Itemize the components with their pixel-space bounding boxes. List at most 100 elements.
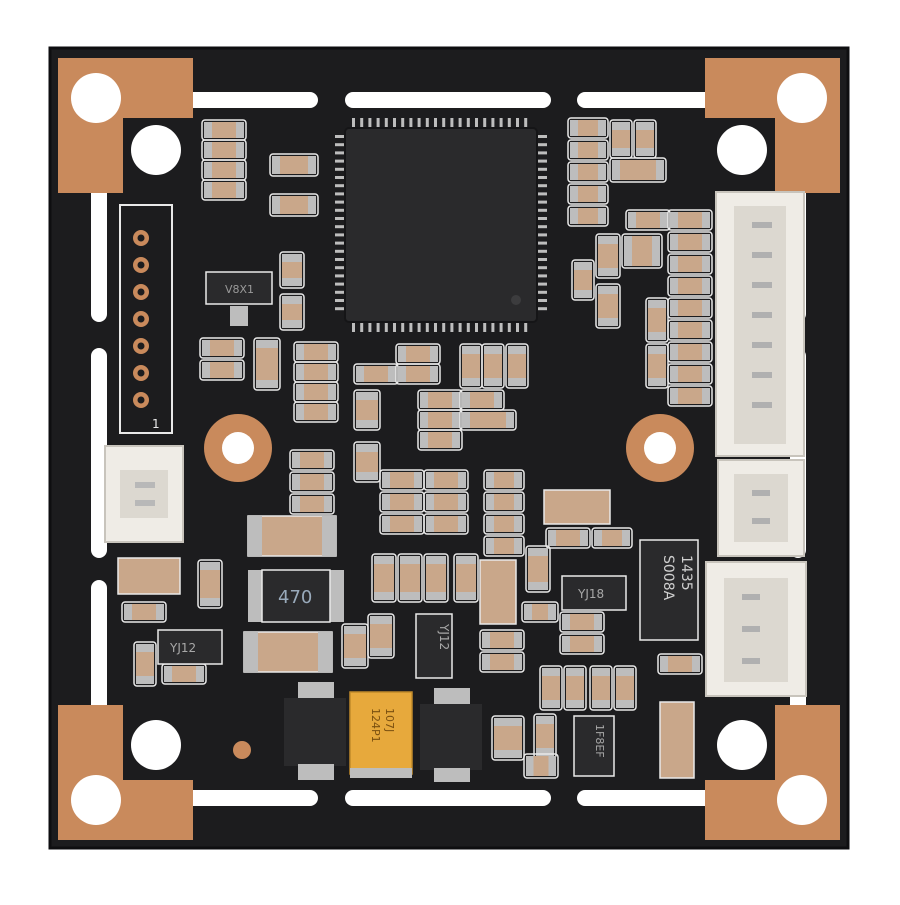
qfp-pin bbox=[434, 118, 437, 130]
smd-passive bbox=[570, 120, 606, 136]
smd-terminal bbox=[356, 472, 378, 480]
silkscreen-outline bbox=[269, 153, 319, 177]
connector-pin bbox=[752, 342, 772, 348]
smd-passive bbox=[400, 556, 420, 600]
smd-passive bbox=[562, 614, 602, 630]
smd-terminal bbox=[400, 592, 420, 600]
corner-mounting-pads bbox=[58, 58, 840, 840]
qfp-pin bbox=[535, 143, 547, 147]
smd-terminal bbox=[236, 122, 244, 138]
smd-terminal bbox=[370, 648, 392, 656]
smd-terminal bbox=[398, 366, 406, 382]
silkscreen-outline bbox=[417, 429, 463, 451]
qfp-pin bbox=[535, 282, 547, 286]
qfp-pin bbox=[535, 249, 547, 253]
svg-text:124P1: 124P1 bbox=[369, 708, 382, 743]
smd-terminal bbox=[282, 296, 302, 304]
smd-passive bbox=[204, 142, 244, 158]
silkscreen-outline bbox=[289, 471, 335, 493]
smd-terminal bbox=[598, 164, 606, 180]
smd-passive bbox=[570, 186, 606, 202]
smd-terminal bbox=[570, 186, 578, 202]
qfp-pin bbox=[335, 258, 347, 261]
silkscreen-outline bbox=[545, 527, 591, 549]
smd-terminal bbox=[702, 278, 710, 294]
power-inductor-470: 470 bbox=[248, 569, 344, 623]
smd-passive bbox=[292, 496, 332, 512]
smd-terminal bbox=[374, 556, 394, 564]
silkscreen-outline bbox=[667, 385, 713, 407]
qfp-pin bbox=[466, 118, 470, 130]
smd-terminal bbox=[506, 412, 514, 428]
smd-passive bbox=[660, 656, 700, 672]
smd-passive bbox=[574, 262, 592, 298]
smd-terminal bbox=[296, 364, 304, 380]
regulator-yj12-left: YJ12 bbox=[157, 629, 223, 665]
smd-terminal bbox=[136, 644, 154, 652]
smd-terminal bbox=[566, 700, 584, 708]
smd-terminal bbox=[484, 378, 502, 386]
smd-terminal bbox=[356, 420, 378, 428]
silkscreen-outline bbox=[293, 401, 339, 423]
smd-passive bbox=[508, 346, 526, 386]
smd-passive bbox=[636, 122, 654, 156]
smd-passive bbox=[648, 300, 666, 340]
smd-terminal bbox=[202, 340, 210, 356]
qfp-pin bbox=[401, 118, 405, 130]
silkscreen-outline bbox=[483, 535, 525, 557]
smd-passive bbox=[456, 556, 476, 600]
smd-terminal bbox=[382, 516, 390, 532]
qfp-pin bbox=[384, 320, 388, 332]
silkscreen-outline bbox=[567, 205, 609, 227]
smd-passive bbox=[594, 530, 630, 546]
header-pad-hole bbox=[137, 396, 145, 404]
smd-terminal bbox=[486, 538, 494, 554]
smd-terminal bbox=[598, 120, 606, 136]
silkscreen-outline bbox=[479, 651, 525, 673]
silkscreen-outline bbox=[289, 493, 335, 515]
smd-terminal bbox=[648, 300, 666, 308]
qfp-pin bbox=[409, 118, 413, 130]
smd-terminal bbox=[430, 346, 438, 362]
header-pad-hole bbox=[137, 261, 145, 269]
smd-terminal bbox=[622, 530, 630, 546]
smd-terminal bbox=[486, 472, 494, 488]
smd-passive bbox=[202, 340, 242, 356]
silkscreen-outline bbox=[559, 611, 605, 633]
smd-passive bbox=[528, 548, 548, 590]
smd-terminal bbox=[548, 604, 556, 620]
qfp-pin bbox=[335, 299, 347, 302]
smd-terminal bbox=[458, 494, 466, 510]
smd-passive bbox=[592, 668, 610, 708]
regulator-yj18: YJ18 bbox=[561, 575, 627, 611]
qfp-pin bbox=[499, 320, 503, 332]
smd-passive bbox=[296, 364, 336, 380]
silkscreen-outline bbox=[505, 343, 529, 389]
smd-terminal bbox=[324, 496, 332, 512]
qfp-pin bbox=[335, 208, 347, 212]
header-pad-hole bbox=[137, 342, 145, 350]
silkscreen-outline bbox=[595, 283, 621, 329]
qfp-pin bbox=[393, 320, 396, 332]
smd-terminal bbox=[204, 162, 212, 178]
silkscreen-outline bbox=[459, 409, 517, 431]
smd-terminal bbox=[196, 666, 204, 682]
smd-passive bbox=[494, 718, 522, 758]
qfp-pin bbox=[335, 159, 347, 163]
smd-terminal bbox=[292, 496, 300, 512]
smd-terminal bbox=[414, 472, 422, 488]
qfp-pin bbox=[384, 118, 388, 130]
silkscreen-outline bbox=[133, 641, 157, 687]
qfp-pin bbox=[401, 320, 405, 332]
smd-terminal bbox=[598, 142, 606, 158]
qfp-pin bbox=[535, 208, 547, 212]
smd-passive bbox=[272, 196, 316, 214]
svg-text:1F8EF: 1F8EF bbox=[593, 724, 606, 758]
smd-terminal bbox=[374, 592, 394, 600]
qfp-pin bbox=[335, 290, 347, 294]
smd-terminal bbox=[398, 346, 406, 362]
smd-terminal bbox=[486, 494, 494, 510]
smd-terminal bbox=[570, 120, 578, 136]
qfp-pin bbox=[335, 167, 347, 171]
